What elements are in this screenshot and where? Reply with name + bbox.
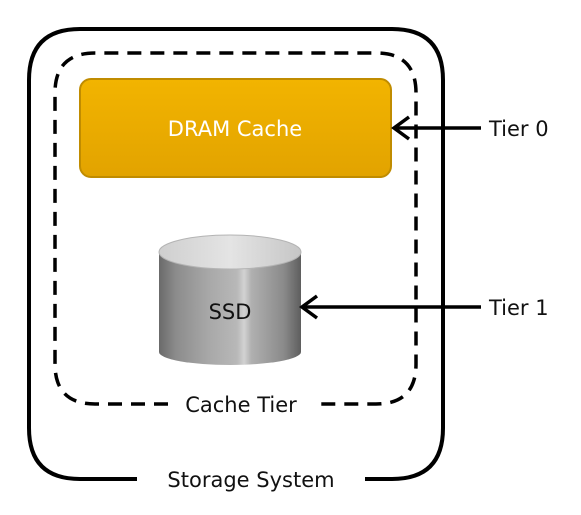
- ssd-cylinder: [158, 234, 302, 365]
- tier0-arrow: [391, 115, 481, 141]
- cache-tier-label: Cache Tier: [185, 393, 297, 417]
- ssd-label: SSD: [209, 300, 252, 324]
- tier0-label: Tier 0: [488, 117, 549, 141]
- dram-cache-box: [79, 78, 392, 178]
- storage-system-label: Storage System: [167, 468, 334, 492]
- dram-cache-label: DRAM Cache: [168, 117, 302, 141]
- storage-system-boundary: [27, 27, 445, 481]
- cache-tier-boundary: [53, 51, 418, 406]
- tier1-label: Tier 1: [488, 296, 549, 320]
- tier1-arrow: [299, 294, 481, 320]
